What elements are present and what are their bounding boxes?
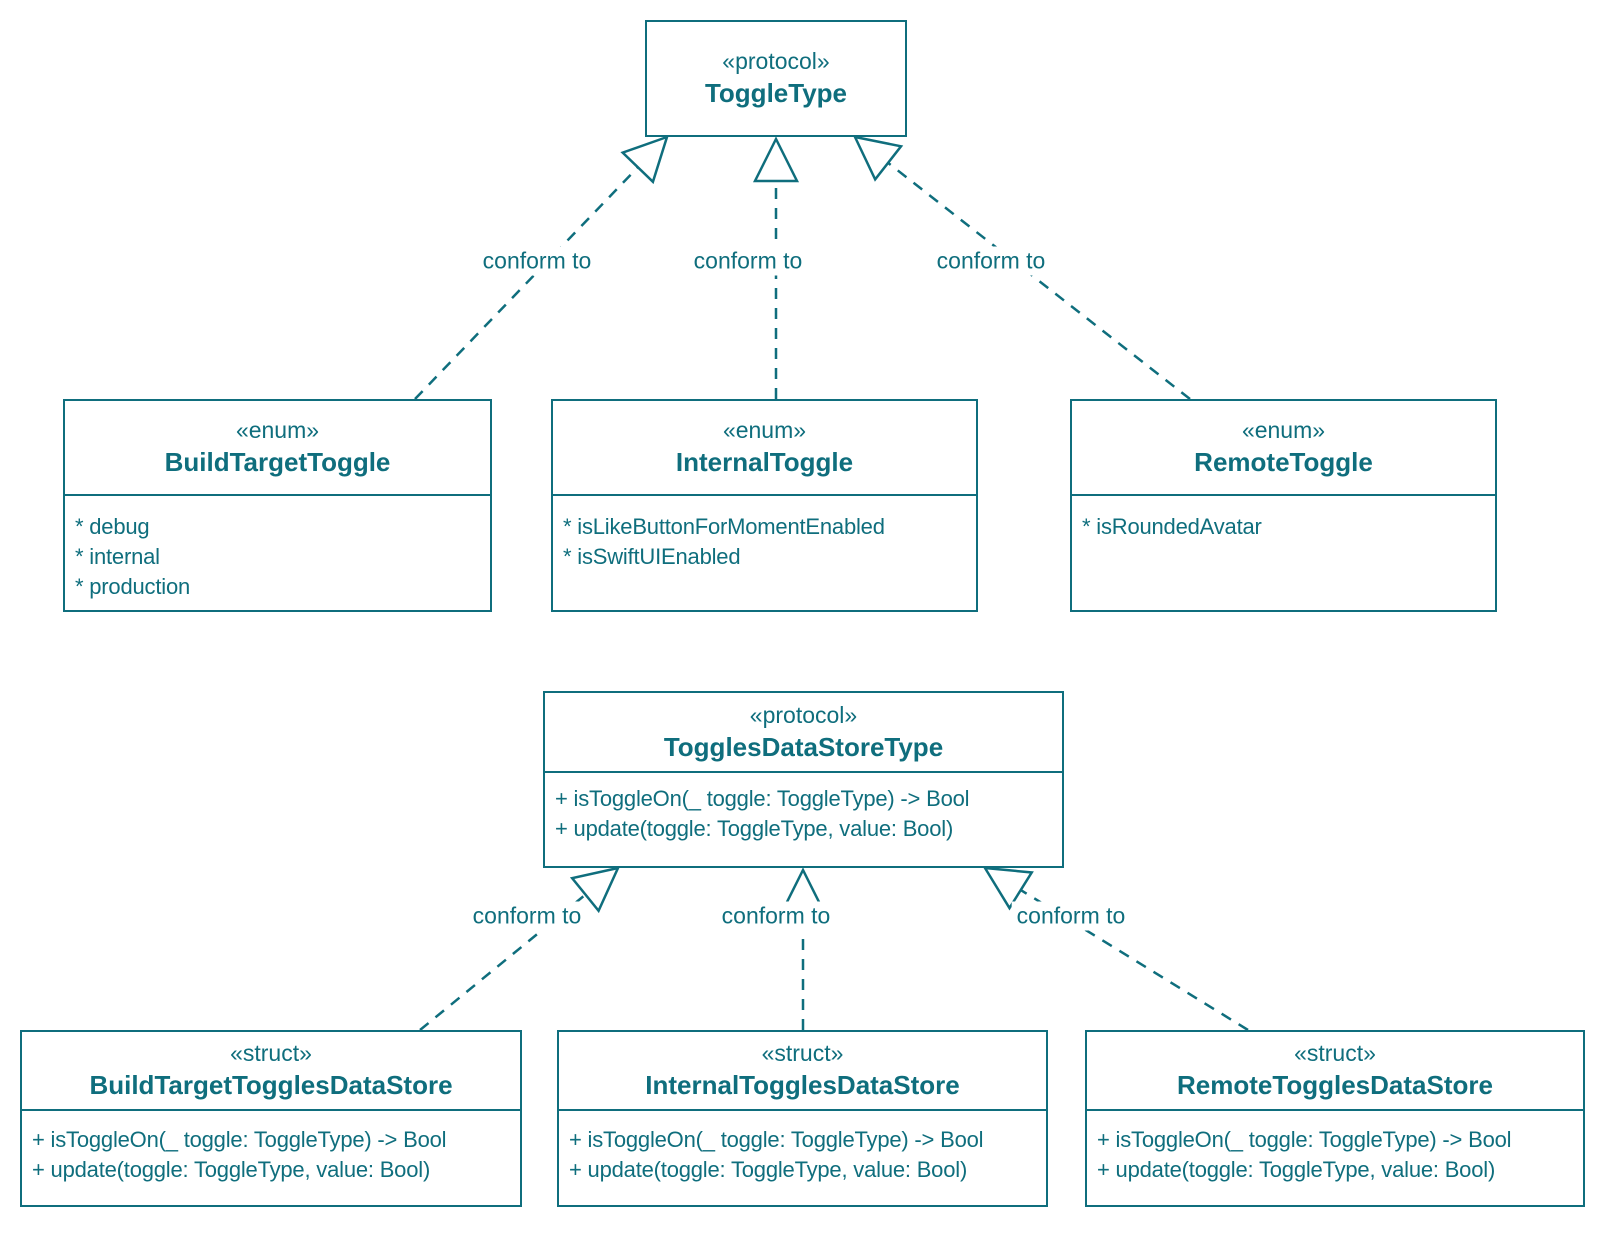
connector-buildtargetstore-datastoretype bbox=[419, 867, 619, 1031]
node-name: TogglesDataStoreType bbox=[663, 731, 944, 762]
member: + isToggleOn(_ toggle: ToggleType) -> Bo… bbox=[1097, 1127, 1512, 1152]
member: + update(toggle: ToggleType, value: Bool… bbox=[569, 1157, 968, 1182]
node-stereotype: «struct» bbox=[761, 1040, 844, 1067]
node-members: * isLikeButtonForMomentEnabled * isSwift… bbox=[553, 494, 976, 610]
member: * isRoundedAvatar bbox=[1082, 514, 1262, 539]
member: + update(toggle: ToggleType, value: Bool… bbox=[555, 816, 954, 841]
uml-node-build-target-toggles-data-store: «struct» BuildTargetTogglesDataStore + i… bbox=[20, 1030, 522, 1207]
node-members: * isRoundedAvatar bbox=[1072, 494, 1495, 610]
member: * production bbox=[75, 574, 191, 599]
uml-node-remote-toggle: «enum» RemoteToggle * isRoundedAvatar bbox=[1070, 399, 1497, 612]
node-stereotype: «enum» bbox=[235, 417, 320, 444]
node-header: «struct» BuildTargetTogglesDataStore bbox=[22, 1032, 520, 1109]
node-header: «struct» InternalTogglesDataStore bbox=[559, 1032, 1046, 1109]
connection-label: conform to bbox=[467, 901, 587, 931]
node-stereotype: «protocol» bbox=[722, 48, 830, 75]
realization-arrowhead bbox=[982, 866, 1034, 911]
node-members: + isToggleOn(_ toggle: ToggleType) -> Bo… bbox=[22, 1109, 520, 1205]
node-stereotype: «enum» bbox=[722, 417, 807, 444]
connection-label: conform to bbox=[1011, 901, 1131, 931]
realization-arrowhead bbox=[852, 135, 904, 182]
uml-node-toggles-data-store-type: «protocol» TogglesDataStoreType + isTogg… bbox=[543, 691, 1064, 868]
node-name: InternalTogglesDataStore bbox=[645, 1070, 960, 1101]
node-members: + isToggleOn(_ toggle: ToggleType) -> Bo… bbox=[545, 771, 1062, 866]
node-name: RemoteToggle bbox=[1194, 447, 1373, 478]
connection-label: conform to bbox=[931, 246, 1051, 276]
member: + update(toggle: ToggleType, value: Bool… bbox=[1097, 1157, 1496, 1182]
node-name: RemoteTogglesDataStore bbox=[1177, 1070, 1493, 1101]
node-header: «enum» RemoteToggle bbox=[1072, 401, 1495, 494]
realization-arrowhead bbox=[569, 866, 621, 914]
uml-node-remote-toggles-data-store: «struct» RemoteTogglesDataStore + isTogg… bbox=[1085, 1030, 1585, 1207]
realization-arrowhead bbox=[620, 134, 669, 185]
member: + isToggleOn(_ toggle: ToggleType) -> Bo… bbox=[569, 1127, 984, 1152]
member: + update(toggle: ToggleType, value: Bool… bbox=[32, 1157, 431, 1182]
connector-remotetoggle-toggletype bbox=[854, 136, 1191, 400]
node-header: «enum» BuildTargetToggle bbox=[65, 401, 490, 494]
connector-remotestore-datastoretype bbox=[984, 866, 1249, 1032]
realization-arrowhead bbox=[752, 136, 800, 183]
connection-label: conform to bbox=[716, 901, 836, 931]
member: * isLikeButtonForMomentEnabled bbox=[563, 514, 885, 539]
node-header: «protocol» ToggleType bbox=[647, 22, 905, 135]
member: * debug bbox=[75, 514, 150, 539]
node-members: + isToggleOn(_ toggle: ToggleType) -> Bo… bbox=[559, 1109, 1046, 1205]
node-header: «enum» InternalToggle bbox=[553, 401, 976, 494]
node-name: InternalToggle bbox=[675, 447, 854, 478]
uml-node-build-target-toggle: «enum» BuildTargetToggle * debug * inter… bbox=[63, 399, 492, 612]
node-header: «struct» RemoteTogglesDataStore bbox=[1087, 1032, 1583, 1109]
node-stereotype: «struct» bbox=[1294, 1040, 1376, 1067]
node-name: BuildTargetToggle bbox=[164, 447, 391, 478]
node-name: BuildTargetTogglesDataStore bbox=[89, 1070, 453, 1101]
member: + isToggleOn(_ toggle: ToggleType) -> Bo… bbox=[555, 786, 970, 811]
node-name: ToggleType bbox=[704, 78, 848, 109]
member: + isToggleOn(_ toggle: ToggleType) -> Bo… bbox=[32, 1127, 447, 1152]
connection-label: conform to bbox=[688, 246, 808, 276]
member: * isSwiftUIEnabled bbox=[563, 544, 741, 569]
uml-node-internal-toggles-data-store: «struct» InternalTogglesDataStore + isTo… bbox=[557, 1030, 1048, 1207]
node-members: * debug * internal * production bbox=[65, 494, 490, 610]
uml-node-internal-toggle: «enum» InternalToggle * isLikeButtonForM… bbox=[551, 399, 978, 612]
node-header: «protocol» TogglesDataStoreType bbox=[545, 693, 1062, 771]
node-stereotype: «struct» bbox=[230, 1040, 312, 1067]
node-members: + isToggleOn(_ toggle: ToggleType) -> Bo… bbox=[1087, 1109, 1583, 1205]
connection-label: conform to bbox=[477, 246, 597, 276]
uml-node-toggle-type: «protocol» ToggleType bbox=[645, 20, 907, 137]
member: * internal bbox=[75, 544, 160, 569]
node-stereotype: «protocol» bbox=[749, 701, 858, 728]
node-stereotype: «enum» bbox=[1241, 417, 1326, 444]
